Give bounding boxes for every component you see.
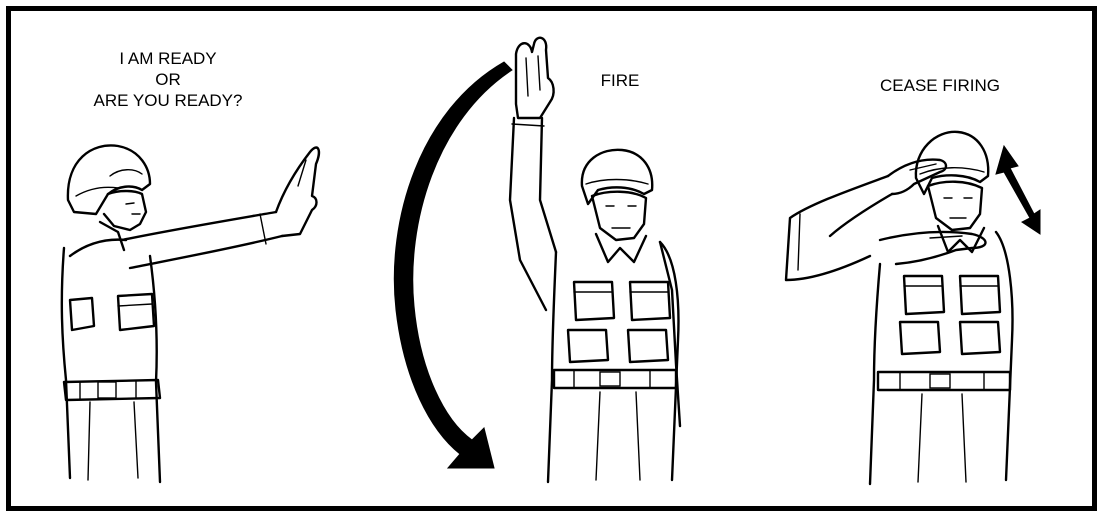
soldier-fire-figure [510, 38, 680, 482]
curved-arrow-icon [394, 62, 512, 468]
soldier-cease-firing-figure [786, 132, 1012, 484]
soldier-ready-figure [62, 145, 319, 482]
double-headed-arrow-icon [996, 146, 1040, 234]
